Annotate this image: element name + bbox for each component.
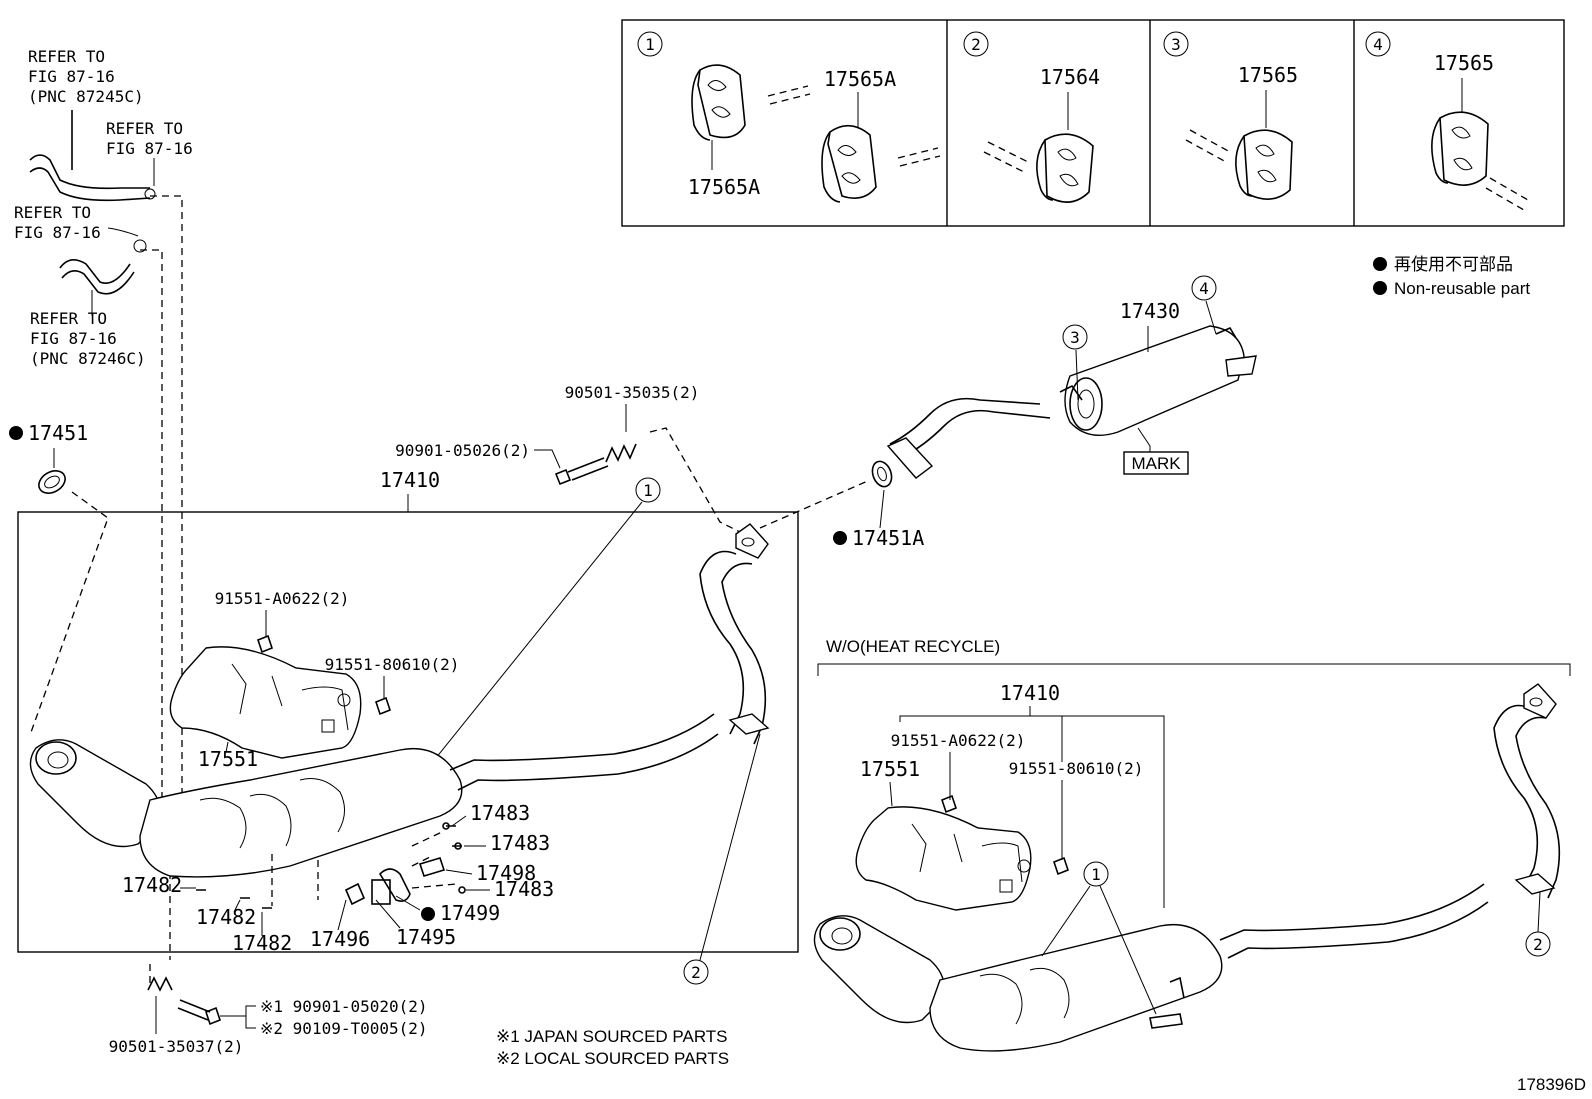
inset-cell4-label: 17565 — [1434, 51, 1494, 75]
inset-cell2-label: 17564 — [1040, 65, 1100, 89]
inset-cell4-callout — [1365, 31, 1391, 57]
inset-cell1-label-b: 17565A — [824, 67, 896, 91]
refer-note-4-line1: REFER TO — [30, 309, 107, 328]
label-90501-35037: 90501-35037(2) — [109, 1037, 244, 1056]
label-17495: 17495 — [396, 925, 456, 949]
figure-id: 178396D — [1517, 1075, 1586, 1094]
front-exhaust-pipe — [29, 523, 770, 878]
inset-cell1-label-a: 17565A — [688, 175, 760, 199]
inset-cell2-callout — [963, 31, 989, 57]
refer-note-1-line2: FIG 87-16 — [28, 67, 115, 86]
label-17482-a: 17482 — [122, 873, 182, 897]
tailpipe-muffler-17430 — [886, 325, 1257, 479]
callout-4-muffler-number: 4 — [1199, 279, 1209, 298]
refer-note-1-line1: REFER TO — [28, 47, 105, 66]
callout-2-main-number: 2 — [691, 963, 701, 982]
callout-1-wo-number: 1 — [1091, 865, 1101, 884]
refer-note-3-line2: FIG 87-16 — [14, 223, 101, 242]
label-17483-b: 17483 — [490, 831, 550, 855]
section-wo-heat-recycle: W/O(HEAT RECYCLE) — [826, 637, 1000, 656]
label-91551-80610-b: 91551-80610(2) — [1009, 759, 1144, 778]
gasket-17451: 17451 — [9, 421, 88, 494]
hanger-17564-icon — [1036, 133, 1094, 203]
mark-box — [1123, 451, 1189, 475]
label-90901-05026: 90901-05026(2) — [395, 441, 530, 460]
label-17498: 17498 — [476, 861, 536, 885]
callout-2-main — [683, 959, 709, 985]
label-17496: 17496 — [310, 927, 370, 951]
non-reusable-bullet-icon — [421, 907, 435, 921]
inset-frame — [621, 19, 1565, 227]
footnote-local-sourced: ※2 LOCAL SOURCED PARTS — [496, 1049, 729, 1068]
non-reusable-bullet-icon — [833, 531, 847, 545]
label-91551-80610: 91551-80610(2) — [325, 655, 460, 674]
spring-icon — [605, 443, 637, 463]
inset-cell3-callout — [1163, 31, 1189, 57]
callout-2-wo-number: 2 — [1533, 935, 1543, 954]
refer-note-4-line3: (PNC 87246C) — [30, 349, 146, 368]
label-91551-A0622-b: 91551-A0622(2) — [891, 731, 1026, 750]
callout-1-wo — [1083, 861, 1109, 887]
legend-bullet-icon — [1373, 257, 1387, 271]
hanger-17565A-icon — [691, 64, 746, 141]
callout-4-muffler — [1191, 275, 1217, 301]
label-note2-bolt: ※2 90109-T0005(2) — [260, 1019, 428, 1038]
hanger-17565A-icon-2 — [821, 124, 877, 203]
inset-cell1-number: 1 — [645, 35, 655, 54]
hanger-17565-icon — [1235, 129, 1293, 200]
label-note1-bolt: ※1 90901-05020(2) — [260, 997, 428, 1016]
rear-spring-bolt — [147, 976, 221, 1026]
label-90501-35035: 90501-35035(2) — [565, 383, 700, 402]
legend-bullet-icon — [1373, 281, 1387, 295]
callout-3-muffler-number: 3 — [1070, 328, 1080, 347]
label-17410: 17410 — [380, 468, 440, 492]
callout-3-muffler — [1062, 324, 1088, 350]
label-17482-b: 17482 — [196, 905, 256, 929]
refer-notes: REFER TO FIG 87-16 (PNC 87245C) REFER TO… — [14, 47, 193, 368]
bolt-icon — [554, 457, 609, 486]
wo-heat-recycle-section: W/O(HEAT RECYCLE) 17410 91551-A0622(2) 9… — [813, 637, 1571, 1052]
legend-english: Non-reusable part — [1394, 279, 1530, 298]
inset-cell3-label: 17565 — [1238, 63, 1298, 87]
label-17483-c: 17483 — [494, 877, 554, 901]
callout-1-main-number: 1 — [643, 481, 653, 500]
hanger-17565-icon-2 — [1431, 111, 1489, 186]
footnote-japan-sourced: ※1 JAPAN SOURCED PARTS — [496, 1027, 728, 1046]
legend: 再使用不可部品 Non-reusable part — [1373, 254, 1530, 298]
refer-note-1-line3: (PNC 87245C) — [28, 87, 144, 106]
label-17483-a: 17483 — [470, 801, 530, 825]
bolt-icon — [257, 634, 273, 654]
label-17551-b: 17551 — [860, 757, 920, 781]
sensor-parts — [196, 822, 466, 909]
refer-note-2-line1: REFER TO — [106, 119, 183, 138]
hoses — [29, 110, 156, 316]
label-17451A: 17451A — [852, 526, 924, 550]
callout-1-main — [635, 477, 661, 503]
heat-insulator-17551 — [169, 646, 362, 759]
label-17499: 17499 — [440, 901, 500, 925]
refer-note-3-line1: REFER TO — [14, 203, 91, 222]
non-reusable-bullet-icon — [9, 426, 23, 440]
refer-note-4-line2: FIG 87-16 — [30, 329, 117, 348]
label-17430: 17430 — [1120, 299, 1180, 323]
inset-cell4-number: 4 — [1373, 35, 1383, 54]
label-91551-A0622: 91551-A0622(2) — [215, 589, 350, 608]
label-mark: MARK — [1131, 454, 1181, 473]
bolt-icon — [375, 696, 391, 716]
legend-japanese: 再使用不可部品 — [1394, 254, 1513, 274]
inset-cell2-number: 2 — [971, 35, 981, 54]
hanger-inset: 1 17565A 17565A 2 17564 3 17565 — [621, 19, 1565, 227]
inset-cell1-callout — [637, 31, 663, 57]
label-17551: 17551 — [198, 747, 258, 771]
refer-note-2-line2: FIG 87-16 — [106, 139, 193, 158]
label-17410-b: 17410 — [1000, 681, 1060, 705]
inset-cell3-number: 3 — [1171, 35, 1181, 54]
label-17451: 17451 — [28, 421, 88, 445]
